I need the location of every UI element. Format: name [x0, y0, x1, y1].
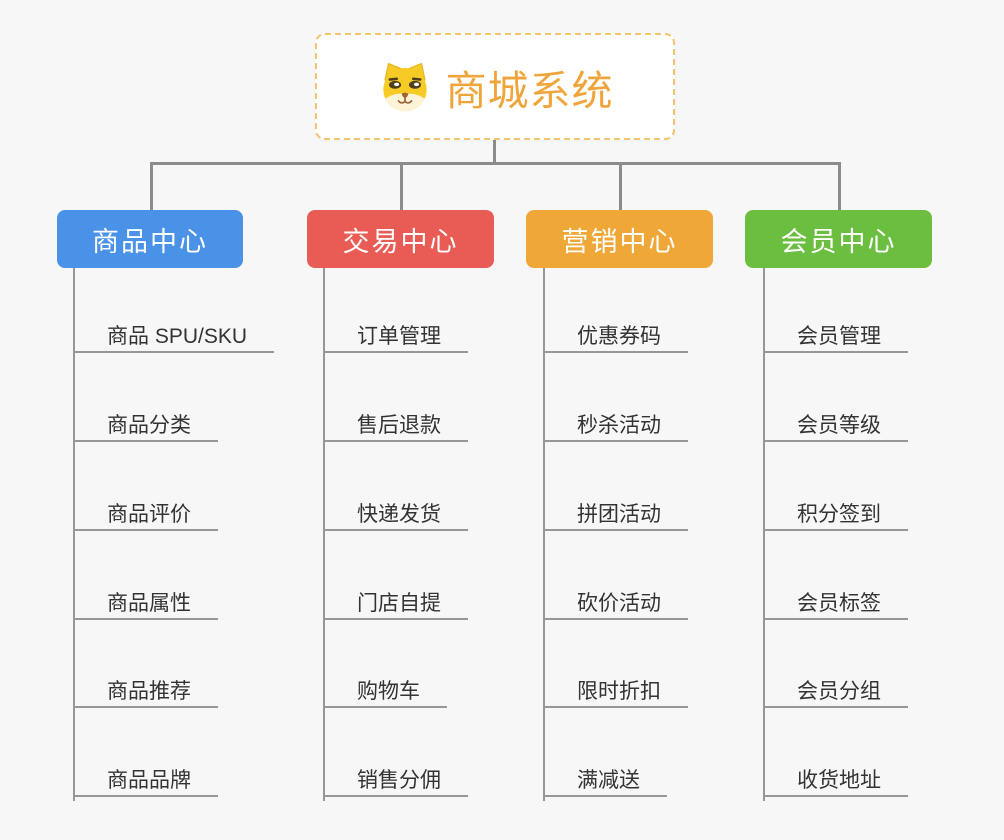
subtopic-member-management[interactable]: 会员管理: [763, 321, 908, 353]
connector-child-trunk: [73, 268, 75, 801]
subtopic-shipping-address[interactable]: 收货地址: [763, 765, 908, 797]
branch-label: 会员中心: [780, 226, 897, 257]
connector-child-trunk: [323, 268, 325, 801]
subtopic-shopping-cart[interactable]: 购物车: [323, 676, 447, 708]
connector-horizontal-rail: [150, 162, 841, 165]
subtopic-bargain-activity[interactable]: 砍价活动: [543, 588, 688, 620]
connector-drop-marketing: [619, 164, 622, 210]
root-title: 商城系统: [445, 67, 614, 114]
branch-node-product-center[interactable]: 商品中心: [57, 210, 243, 268]
dog-face-icon: [377, 61, 433, 113]
subtopic-coupon-code[interactable]: 优惠券码: [543, 321, 688, 353]
subtopic-flash-sale[interactable]: 秒杀活动: [543, 410, 688, 442]
connector-drop-product: [150, 164, 153, 210]
branch-node-trade-center[interactable]: 交易中心: [307, 210, 494, 268]
subtopic-store-pickup[interactable]: 门店自提: [323, 588, 468, 620]
connector-child-trunk: [763, 268, 765, 801]
branch-node-marketing-center[interactable]: 营销中心: [526, 210, 713, 268]
subtopic-product-recommend[interactable]: 商品推荐: [73, 676, 218, 708]
subtopic-product-brand[interactable]: 商品品牌: [73, 765, 218, 797]
subtopic-product-spu-sku[interactable]: 商品 SPU/SKU: [73, 321, 275, 353]
subtopic-member-tag[interactable]: 会员标签: [763, 588, 908, 620]
subtopic-product-review[interactable]: 商品评价: [73, 499, 218, 531]
branch-label: 交易中心: [342, 226, 459, 257]
subtopic-sales-commission[interactable]: 销售分佣: [323, 765, 468, 797]
subtopic-spend-and-save[interactable]: 满减送: [543, 765, 667, 797]
subtopic-product-category[interactable]: 商品分类: [73, 410, 218, 442]
subtopic-limited-time-discount[interactable]: 限时折扣: [543, 676, 688, 708]
branch-label: 商品中心: [92, 226, 208, 257]
subtopic-member-group[interactable]: 会员分组: [763, 676, 908, 708]
connector-root-trunk: [493, 139, 496, 165]
connector-drop-member: [838, 164, 841, 210]
branch-label: 营销中心: [561, 226, 678, 257]
root-node[interactable]: 商城系统: [315, 33, 675, 140]
subtopic-product-attribute[interactable]: 商品属性: [73, 588, 218, 620]
connector-drop-trade: [400, 164, 403, 210]
subtopic-express-shipping[interactable]: 快递发货: [323, 499, 468, 531]
subtopic-points-checkin[interactable]: 积分签到: [763, 499, 908, 531]
branch-node-member-center[interactable]: 会员中心: [745, 210, 932, 268]
subtopic-order-management[interactable]: 订单管理: [323, 321, 468, 353]
subtopic-member-level[interactable]: 会员等级: [763, 410, 908, 442]
subtopic-aftersale-refund[interactable]: 售后退款: [323, 410, 468, 442]
connector-child-trunk: [543, 268, 545, 801]
subtopic-group-buy[interactable]: 拼团活动: [543, 499, 688, 531]
